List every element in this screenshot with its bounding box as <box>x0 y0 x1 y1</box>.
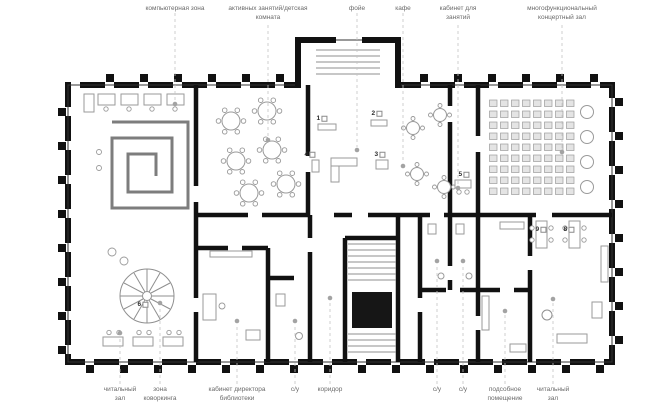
plan-marker-3: 3 <box>374 151 385 159</box>
bookshelves <box>96 120 190 210</box>
label-wc-2: с/у <box>458 386 468 393</box>
entrance-steps <box>316 49 380 75</box>
foyer-furniture <box>311 119 389 183</box>
coworking-tables <box>102 247 184 347</box>
leader-lines <box>119 13 563 384</box>
plan-marker-6: 6 <box>137 301 148 309</box>
plan-marker-8: 8 <box>563 226 574 234</box>
outer-walls <box>64 37 616 366</box>
utility-room-furniture <box>481 221 527 353</box>
computer-zone-desks <box>83 93 185 113</box>
plan-marker-5: 5 <box>458 171 469 179</box>
plan-marker-9: 9 <box>535 226 546 234</box>
label-reading-room-right: читальный зал <box>536 386 570 402</box>
label-kids-activity-room: активных занятий/детская комната <box>228 5 308 21</box>
kids-room-tables <box>215 97 302 207</box>
label-concert-hall: многофункциональный концертный зал <box>527 5 597 21</box>
label-director-office: кабинет директора библиотеки <box>208 386 266 402</box>
director-office-furniture <box>202 250 261 341</box>
label-study-room: кабинет для занятий <box>439 5 477 21</box>
anchor-dots <box>117 101 565 336</box>
label-reading-room-left: читальный зал <box>103 386 137 402</box>
label-cafe: кафе <box>395 5 411 12</box>
main-staircase <box>348 243 396 353</box>
label-computer-zone: компьютерная зона <box>145 5 205 12</box>
elevator-shaft <box>352 292 392 328</box>
label-corridor: коридор <box>317 386 343 393</box>
label-foyer: фойе <box>348 5 366 12</box>
spiral-staircase <box>119 268 175 324</box>
plan-marker-1: 1 <box>316 115 327 123</box>
interior-walls <box>193 85 612 362</box>
label-coworking-zone: зона коворкинга <box>143 386 177 402</box>
cafe-tables <box>401 103 456 199</box>
plan-marker-4: 4 <box>304 151 315 159</box>
label-utility-room: подсобное помещение <box>487 386 523 402</box>
wc-fixtures <box>275 223 473 340</box>
reading-room-tables <box>529 220 609 344</box>
plan-marker-2: 2 <box>371 110 382 118</box>
concert-hall-seats <box>488 98 594 197</box>
study-room-furniture <box>454 179 472 195</box>
label-wc-1: с/у <box>432 386 442 393</box>
label-wc-left: с/у <box>290 386 300 393</box>
